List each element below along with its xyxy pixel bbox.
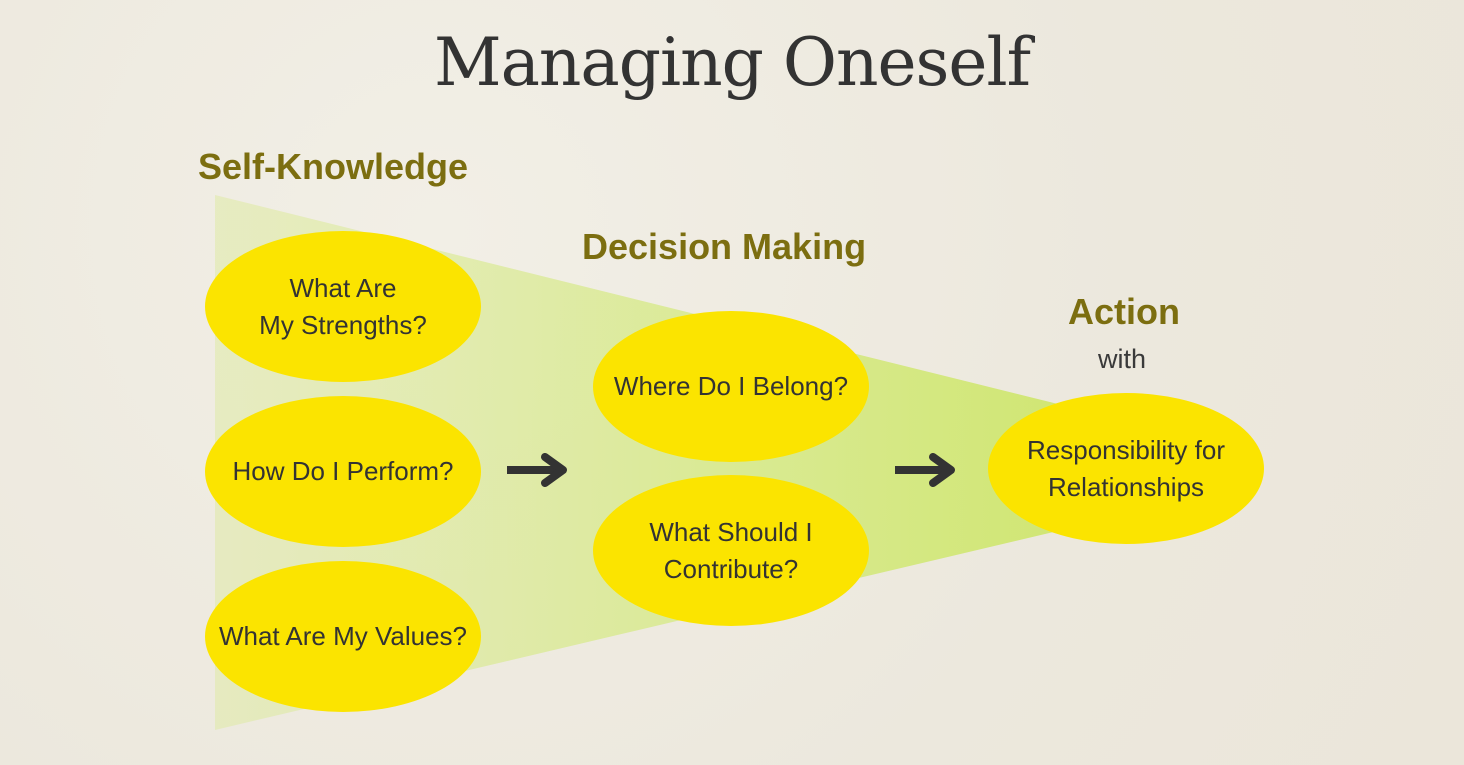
stage-label-action: Action bbox=[1068, 291, 1180, 332]
node-responsibility: Responsibility for Relationships bbox=[988, 393, 1264, 544]
node-strengths: What Are My Strengths? bbox=[205, 231, 481, 382]
arrow-right-icon bbox=[507, 453, 567, 487]
node-perform: How Do I Perform? bbox=[205, 396, 481, 547]
action-with-label: with bbox=[1098, 344, 1147, 374]
node-belong: Where Do I Belong? bbox=[593, 311, 869, 462]
stage-label-self-knowledge: Self-Knowledge bbox=[198, 146, 469, 187]
diagram-title: Managing Oneself bbox=[433, 24, 1031, 101]
arrow-right-icon bbox=[895, 453, 955, 487]
stage-label-decision-making: Decision Making bbox=[582, 226, 867, 267]
node-values: What Are My Values? bbox=[205, 561, 481, 712]
node-contribute: What Should I Contribute? bbox=[593, 475, 869, 626]
